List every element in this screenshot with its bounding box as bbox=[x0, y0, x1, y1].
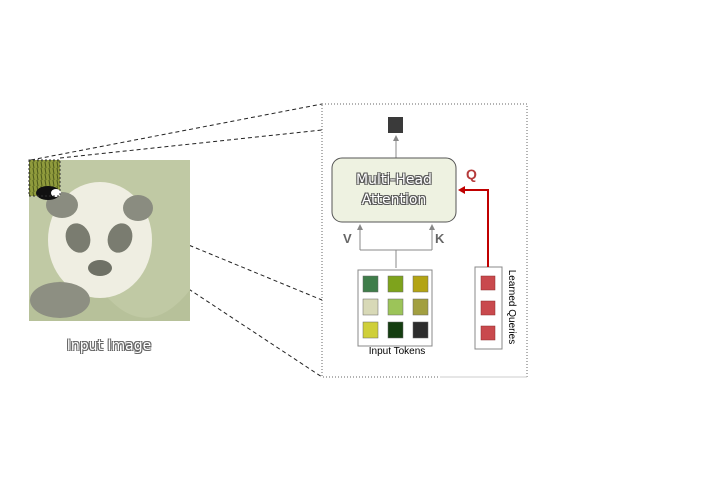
v-label: V bbox=[343, 231, 352, 246]
multi-head-attention-block bbox=[331, 157, 457, 223]
input-tokens-caption: Input Tokens bbox=[368, 346, 426, 357]
input-token bbox=[387, 298, 404, 316]
q-label: Q bbox=[466, 166, 477, 182]
zoom-panel bbox=[321, 103, 528, 378]
output-token bbox=[388, 117, 403, 133]
learned-query bbox=[480, 275, 496, 291]
v-arrowhead bbox=[357, 224, 363, 230]
input-image bbox=[28, 159, 190, 321]
learned-query-stack bbox=[480, 275, 496, 341]
input-token bbox=[387, 321, 404, 339]
input-token bbox=[362, 298, 379, 316]
input-token bbox=[387, 275, 404, 293]
output-arrowhead bbox=[393, 135, 399, 141]
learned-queries-caption: Learned Queries bbox=[506, 269, 517, 345]
input-token bbox=[412, 321, 429, 339]
learned-query bbox=[480, 300, 496, 316]
input-image-caption: Input Image bbox=[66, 338, 152, 354]
input-token bbox=[362, 275, 379, 293]
attention-label-line2: Attention bbox=[361, 192, 427, 208]
vk-arrows bbox=[359, 229, 433, 268]
attention-label-line1: Multi-Head bbox=[356, 172, 432, 188]
input-token bbox=[412, 275, 429, 293]
input-token bbox=[412, 298, 429, 316]
input-token-grid bbox=[362, 275, 429, 339]
input-token bbox=[362, 321, 379, 339]
attention-label: Multi-Head Attention bbox=[332, 170, 456, 210]
k-arrowhead bbox=[429, 224, 435, 230]
k-label: K bbox=[435, 231, 445, 246]
q-arrow bbox=[458, 186, 489, 267]
learned-query bbox=[480, 325, 496, 341]
